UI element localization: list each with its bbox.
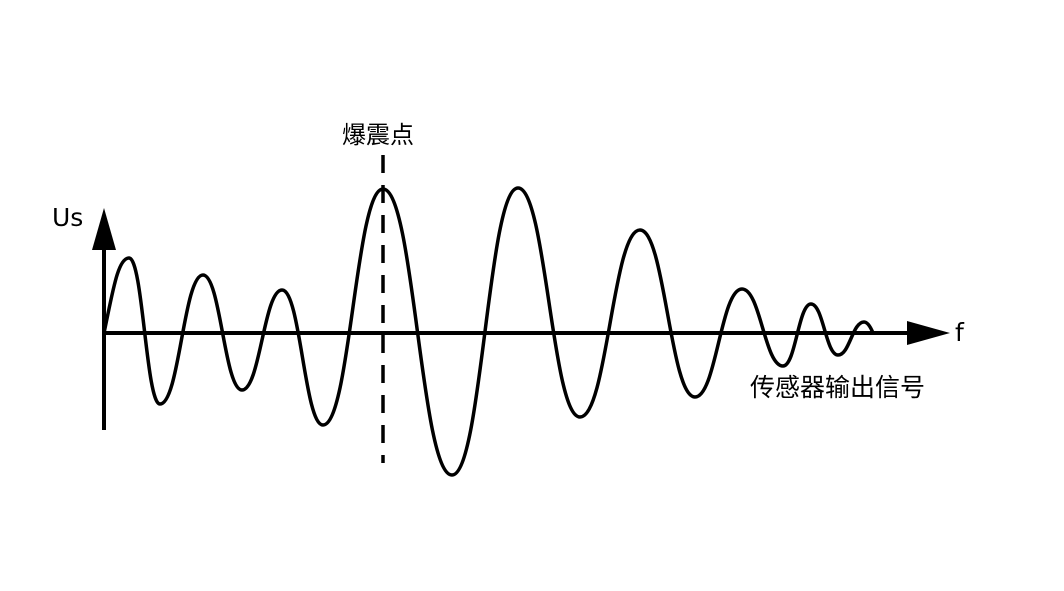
y-axis-label: Us	[52, 203, 84, 232]
knock-point-label: 爆震点	[342, 121, 414, 149]
sensor-output-waveform	[102, 186, 875, 477]
y-axis-arrow-icon	[92, 208, 116, 250]
x-axis-label: f	[955, 318, 964, 347]
x-axis-arrow-icon	[907, 321, 950, 345]
sensor-signal-label: 传感器输出信号	[750, 373, 926, 402]
